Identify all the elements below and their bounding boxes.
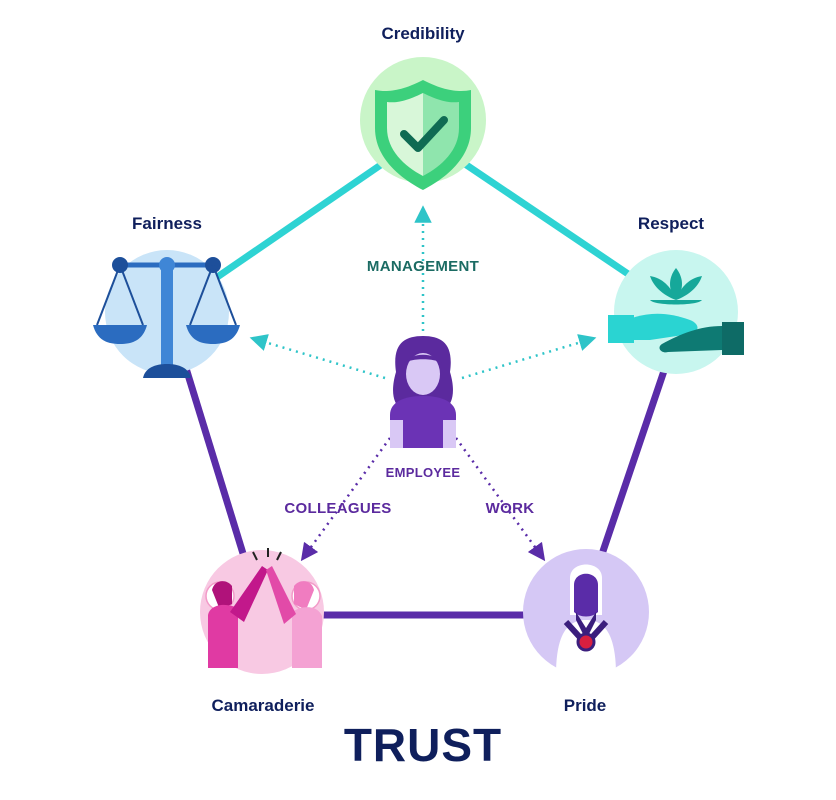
pride-node [523, 549, 649, 675]
respect-node [608, 250, 744, 374]
edge-credibility-respect [460, 159, 642, 285]
employee-person-icon [390, 336, 456, 448]
employee-label: EMPLOYEE [385, 465, 461, 480]
shield-check-icon [375, 80, 471, 190]
arrow-work [454, 437, 546, 562]
respect-label: Respect [637, 214, 705, 233]
colleagues-label: COLLEAGUES [284, 500, 392, 517]
work-label: WORK [485, 500, 535, 517]
camaraderie-label: Camaraderie [211, 696, 315, 715]
scales-icon [93, 257, 240, 378]
lotus-hand-icon [608, 268, 744, 355]
fairness-node [93, 250, 240, 378]
trust-title: TRUST [343, 719, 503, 771]
arrow-to-respect [461, 334, 597, 380]
management-label: MANAGEMENT [366, 258, 480, 275]
arrow-to-fairness [249, 334, 386, 380]
employee-node [390, 336, 456, 448]
edge-fairness-camaraderie [181, 363, 249, 562]
pride-label: Pride [563, 696, 607, 715]
arrow-colleagues [300, 437, 392, 562]
camaraderie-node [200, 548, 324, 674]
high-five-icon [205, 548, 322, 668]
credibility-label: Credibility [381, 24, 465, 43]
credibility-node [360, 57, 486, 190]
edge-credibility-fairness [208, 159, 387, 285]
edge-respect-pride [596, 363, 670, 562]
medal-person-icon [556, 564, 616, 675]
fairness-label: Fairness [132, 214, 202, 233]
